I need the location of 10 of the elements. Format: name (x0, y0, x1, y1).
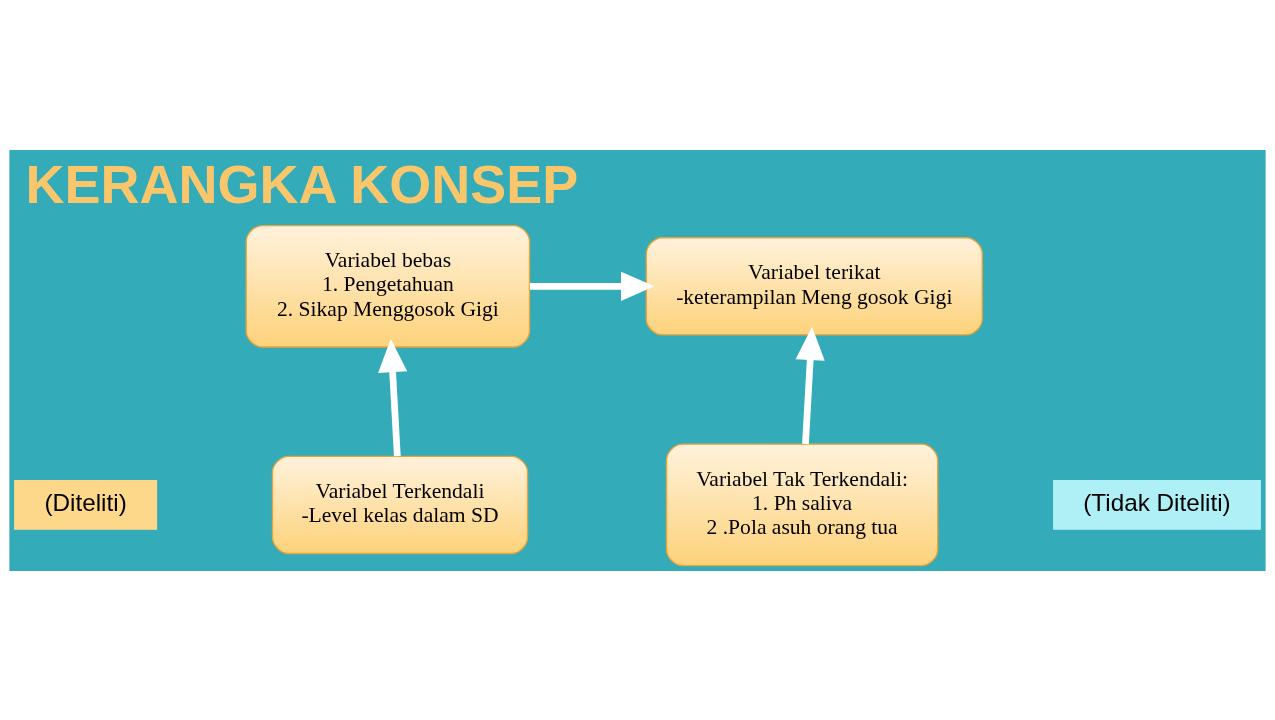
node-box: Variabel bebas 1. Pengetahuan 2. Sikap Menggosok Gigi (245, 224, 531, 348)
legend-label: (Tidak Diteliti) (1083, 488, 1231, 516)
node-box: Variabel terikat -keterampilan Meng gosok Gigi (645, 236, 983, 336)
node-box: Variabel Tak Terkendali: 1. Ph saliva 2 .Pola asuh orang tua (665, 443, 939, 566)
legend-label: (Diteliti) (44, 488, 127, 516)
node-box: Variabel Terkendali -Level kelas dalam SD (271, 455, 529, 554)
diagram-title: KERANGKA KONSEP (25, 153, 579, 214)
arrow (529, 271, 655, 301)
arrow (378, 338, 408, 456)
arrow (795, 326, 825, 444)
